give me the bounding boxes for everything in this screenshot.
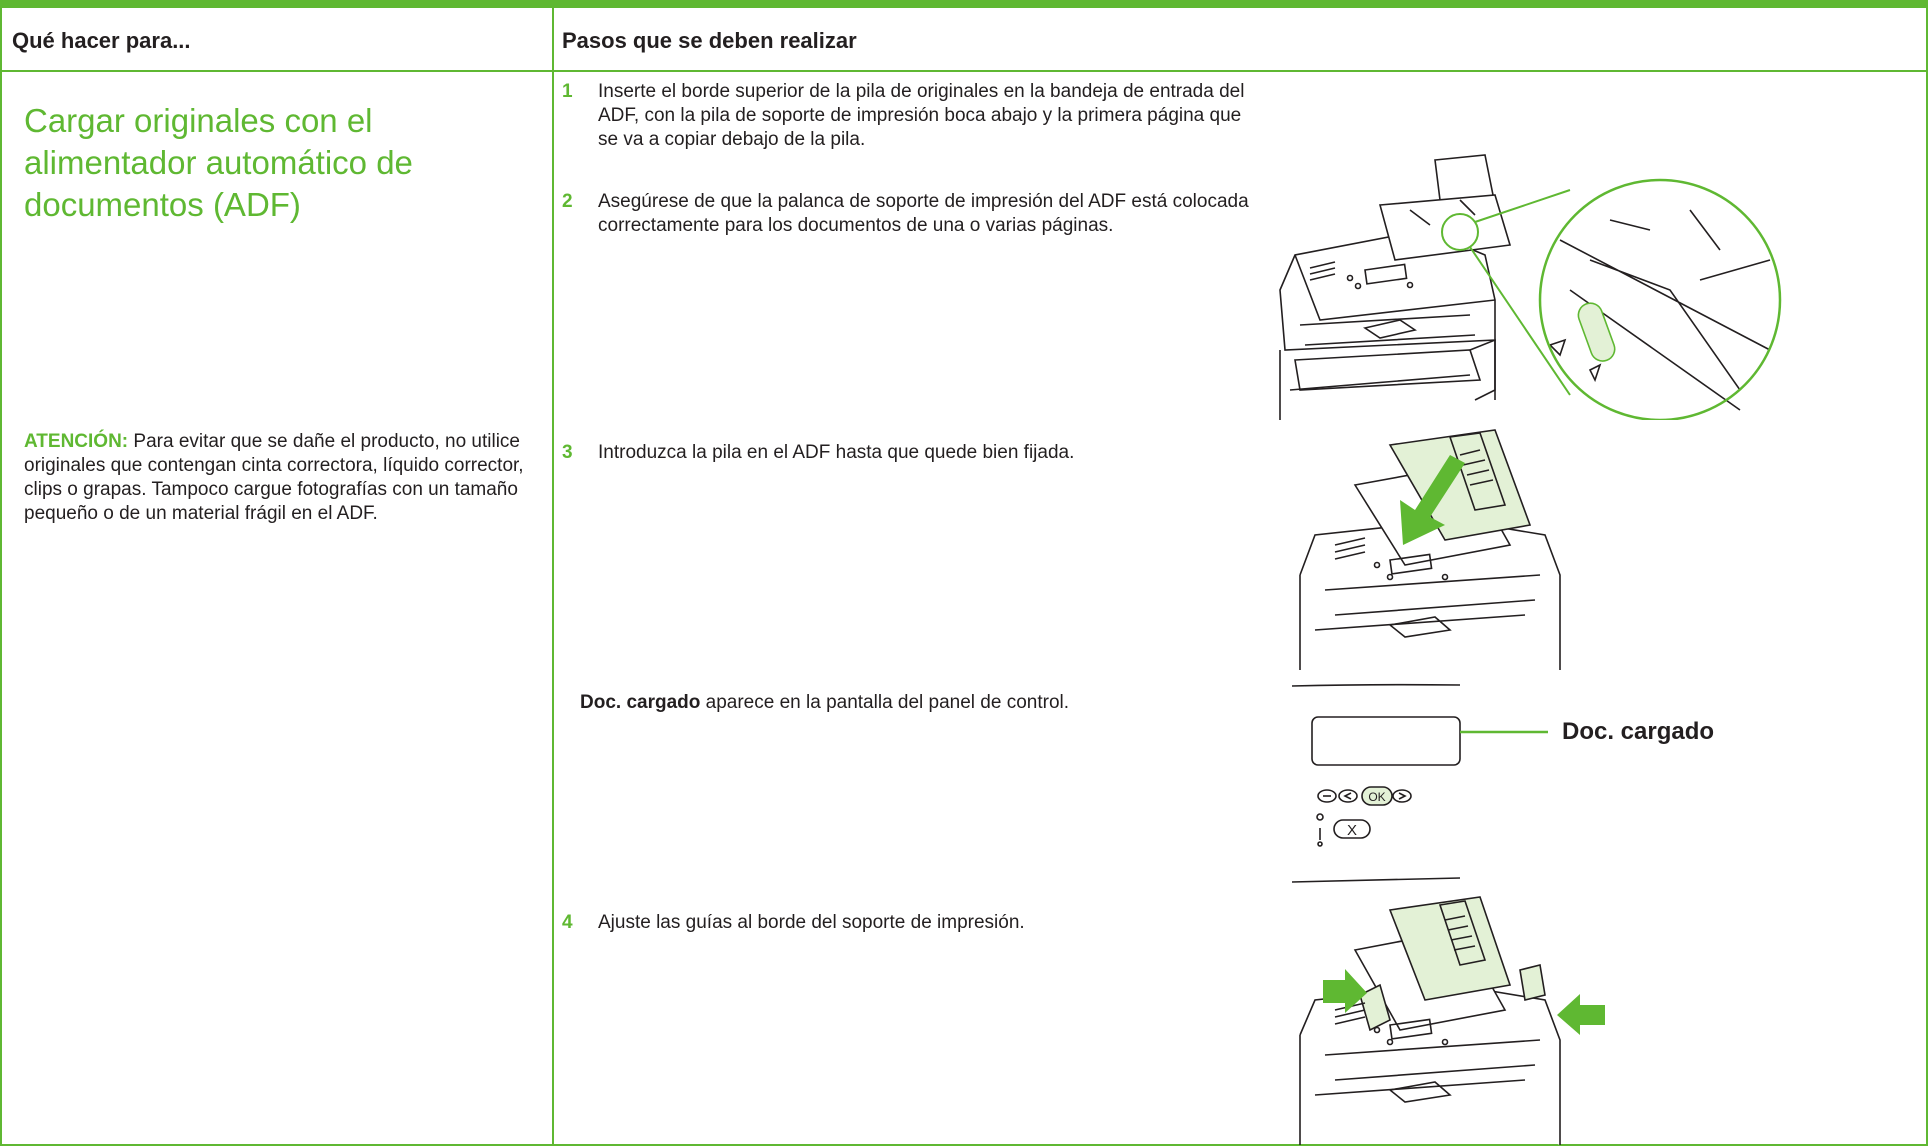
step-2: 2 Asegúrese de que la palanca de soporte… — [562, 190, 1262, 238]
step-3: 3 Introduzca la pila en el ADF hasta que… — [562, 441, 1262, 465]
printer-adf-lever-illustration — [1279, 154, 1782, 420]
printer-adjust-guides-illustration — [1299, 896, 1605, 1145]
ok-button-label: OK — [1368, 790, 1385, 804]
step-number: 4 — [562, 912, 573, 933]
left-arrow-button-icon — [1338, 789, 1358, 803]
step-text: Asegúrese de que la palanca de soporte d… — [598, 191, 1249, 236]
step-number: 3 — [562, 442, 573, 463]
guide-arrow-left-icon — [1323, 969, 1367, 1013]
cancel-button — [1333, 819, 1371, 839]
step-text: Inserte el borde superior de la pila de … — [598, 81, 1245, 150]
display-callout-label: Doc. cargado — [1562, 718, 1715, 745]
caution-note: ATENCIÓN: Para evitar que se dañe el pro… — [24, 430, 534, 526]
header-divider — [0, 70, 1928, 72]
step-text: Introduzca la pila en el ADF hasta que q… — [598, 442, 1075, 463]
caution-text: Para evitar que se dañe el producto, no … — [24, 431, 524, 524]
step-4: 4 Ajuste las guías al borde del soporte … — [562, 911, 1262, 935]
printer-load-stack-illustration — [1299, 429, 1561, 670]
control-panel-illustration: OK X — [1292, 683, 1548, 883]
caution-label: ATENCIÓN: — [24, 431, 129, 452]
status-note-bold: Doc. cargado — [580, 692, 701, 713]
ok-button — [1361, 786, 1393, 806]
column-header-left: Qué hacer para... — [12, 28, 191, 53]
column-divider — [552, 8, 554, 1146]
step-number: 2 — [562, 191, 573, 212]
right-arrow-button-icon — [1392, 789, 1412, 803]
lcd-display — [1311, 716, 1461, 766]
step-text: Ajuste las guías al borde del soporte de… — [598, 912, 1025, 933]
cancel-button-label: X — [1347, 822, 1357, 839]
step-1: 1 Inserte el borde superior de la pila d… — [562, 80, 1262, 152]
guide-arrow-right-icon — [1557, 994, 1605, 1035]
table-frame — [0, 8, 1928, 1146]
top-accent-bar — [0, 0, 1928, 8]
back-button-icon — [1317, 789, 1337, 803]
task-title: Cargar originales con el alimentador aut… — [24, 102, 413, 223]
step-number: 1 — [562, 81, 573, 102]
status-note: Doc. cargado aparece en la pantalla del … — [580, 691, 1280, 715]
column-header-right: Pasos que se deben realizar — [562, 28, 857, 53]
status-note-text: aparece en la pantalla del panel de cont… — [700, 692, 1070, 713]
